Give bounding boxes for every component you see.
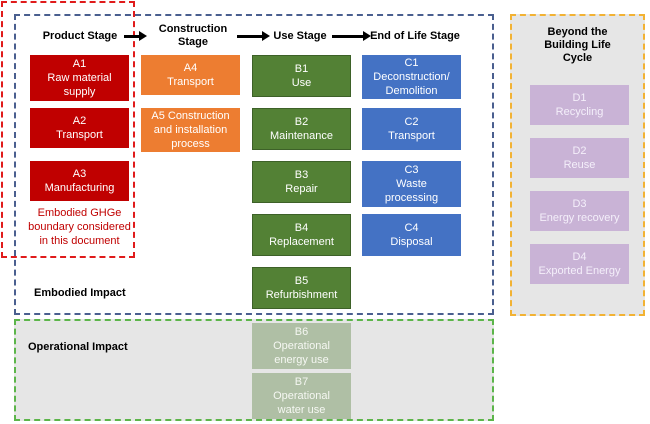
use-stage-title: Use Stage	[273, 30, 327, 42]
operational-impact-label: Operational Impact	[28, 341, 128, 353]
arrow-use-to-end-of-life	[332, 31, 371, 41]
construction-stage-title: Construction Stage	[158, 23, 228, 48]
boundary-note: Embodied GHGe boundary considered in thi…	[28, 207, 131, 247]
embodied-impact-label: Embodied Impact	[34, 287, 126, 299]
arrow-product-to-construction	[124, 31, 147, 41]
end-of-life-stage-title: End of Life Stage	[370, 30, 460, 42]
beyond-life-cycle-title: Beyond the Building Life Cycle	[544, 26, 611, 64]
product-stage-title: Product Stage	[42, 30, 118, 42]
arrow-construction-to-use	[237, 31, 270, 41]
